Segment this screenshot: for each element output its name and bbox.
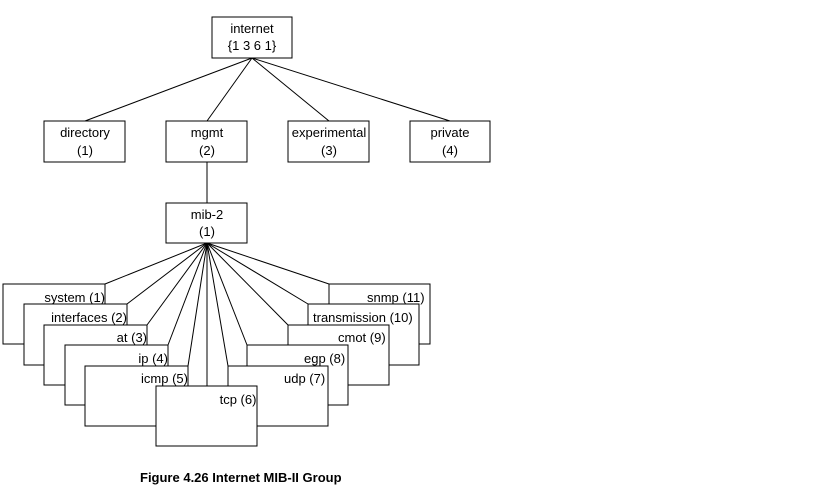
edge-mib2-transmission [206,242,309,305]
node-internet-name: internet [230,21,274,36]
edge-internet-mgmt [206,57,253,122]
group-icmp-label: icmp (5) [141,371,188,386]
edge-mib2-icmp [187,242,208,367]
node-directory-oid: (1) [77,143,93,158]
edge-mib2-interfaces [126,242,208,305]
group-transmission-label: transmission (10) [313,310,413,325]
edge-mib2-cmot [206,242,289,326]
edge-mib2-snmp [206,242,330,285]
edge-internet-private [251,57,451,122]
node-directory: directory (1) [43,120,126,163]
node-experimental: experimental (3) [287,120,370,163]
node-mgmt: mgmt (2) [165,120,248,163]
node-experimental-name: experimental [292,125,367,140]
edge-mib2-udp [206,242,229,367]
node-mib2-oid: (1) [199,224,215,239]
node-private: private (4) [409,120,491,163]
group-udp-label: udp (7) [284,371,325,386]
group-at-label: at (3) [117,330,147,345]
group-ip-label: ip (4) [138,351,168,366]
node-mgmt-name: mgmt [191,125,224,140]
group-system-label: system (1) [44,290,105,305]
group-snmp-label: snmp (11) [367,290,425,305]
node-directory-name: directory [60,125,110,140]
group-interfaces-label: interfaces (2) [51,310,127,325]
group-tcp: tcp (6) [155,385,258,447]
node-private-name: private [430,125,469,140]
edge-internet-directory [84,57,253,122]
node-private-oid: (4) [442,143,458,158]
figure-caption: Figure 4.26 Internet MIB-II Group [140,470,342,485]
edge-mib2-at [146,242,208,326]
edge-mib2-system [104,242,208,285]
node-mib2-name: mib-2 [191,207,224,222]
node-mib2: mib-2 (1) [165,202,248,244]
edge-internet-experimental [251,57,330,122]
group-egp-label: egp (8) [304,351,345,366]
node-internet-oid: {1 3 6 1} [228,38,277,53]
edge-mib2-ip [167,242,208,346]
node-experimental-oid: (3) [321,143,337,158]
group-cmot-label: cmot (9) [338,330,386,345]
node-internet: internet {1 3 6 1} [211,16,293,59]
node-mgmt-oid: (2) [199,143,215,158]
edge-mib2-egp [206,242,248,346]
group-tcp-label: tcp (6) [220,392,257,407]
